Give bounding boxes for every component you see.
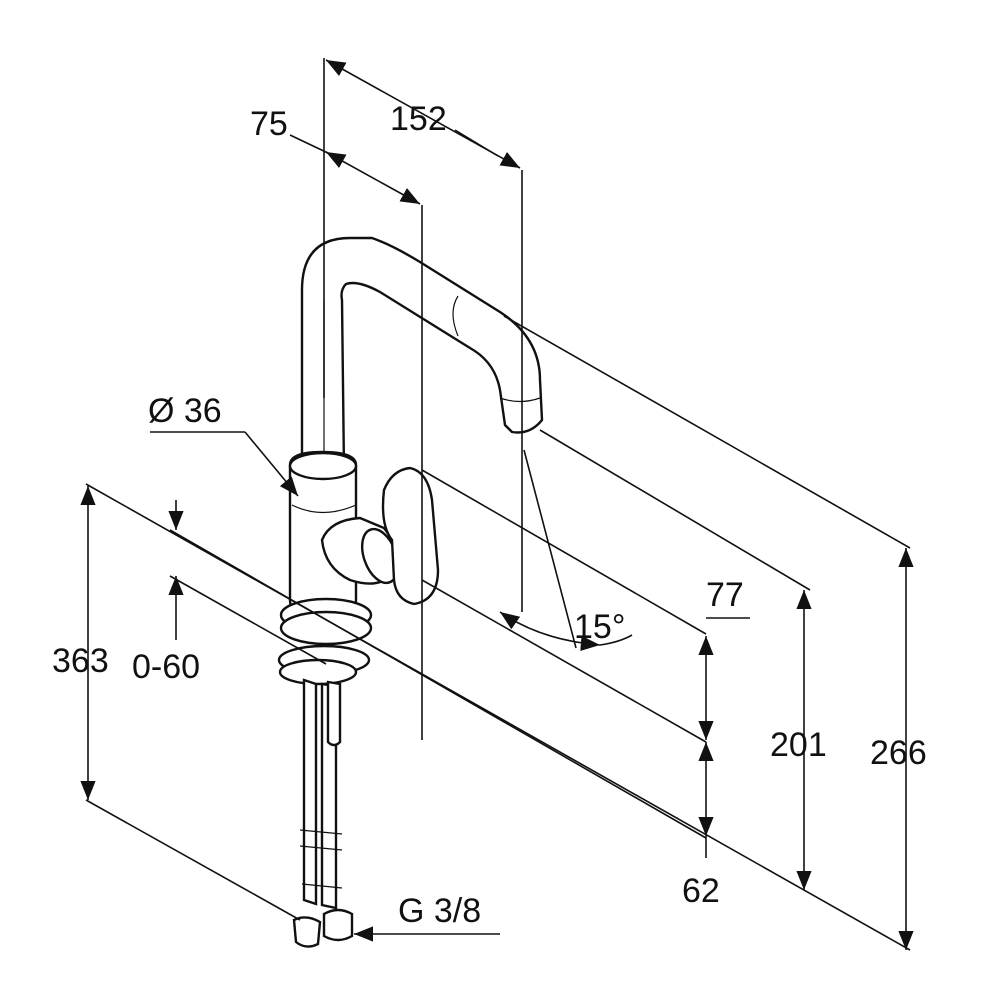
label-152: 152 [390, 100, 447, 138]
hose-fitting-left [292, 916, 322, 948]
label-0-60: 0-60 [132, 648, 200, 686]
base-nut [278, 658, 358, 686]
body-top-ellipse [288, 451, 358, 481]
supply-hose-left [302, 678, 318, 906]
dimension-labels: 75 152 Ø 36 363 0-60 15° 77 201 266 62 G… [52, 100, 927, 930]
label-62: 62 [682, 872, 720, 910]
faucet-illustration [277, 236, 544, 948]
base-ring-mid [279, 610, 373, 646]
spout-joint-seam [452, 295, 459, 337]
label-201: 201 [770, 726, 827, 764]
dimension-lines [80, 58, 914, 951]
hose-fitting-right [322, 908, 354, 942]
hose-collar-2 [301, 883, 343, 889]
label-75: 75 [250, 105, 288, 143]
threaded-rod [326, 680, 342, 747]
label-g38: G 3/8 [398, 892, 481, 930]
hose-collar-1 [299, 829, 343, 851]
label-36: Ø 36 [148, 392, 222, 430]
dim-15-arc [499, 611, 601, 652]
lever-handle [381, 466, 440, 606]
dim-75-line [325, 151, 421, 205]
label-363: 363 [52, 642, 109, 680]
spout-tip-ring [499, 397, 541, 403]
body-collar-line [291, 504, 357, 514]
label-266: 266 [870, 734, 927, 772]
label-77: 77 [706, 576, 744, 614]
label-15deg: 15° [574, 608, 625, 646]
